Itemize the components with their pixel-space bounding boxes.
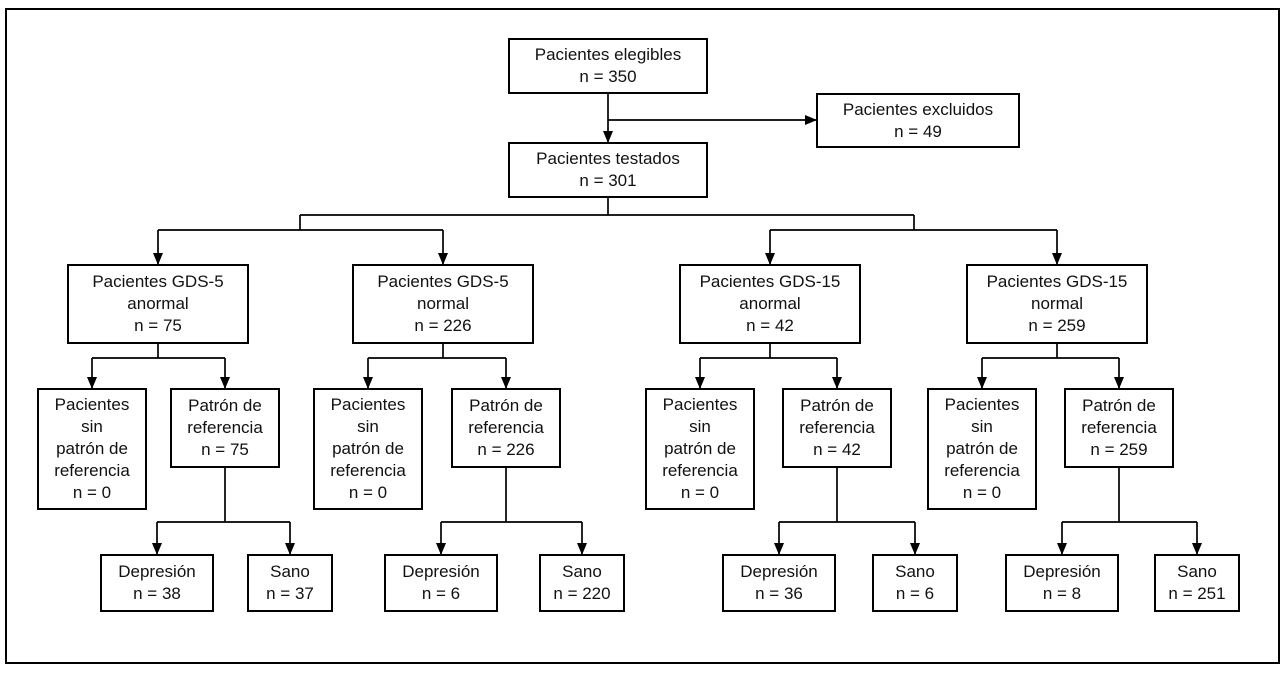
node-label: referencia	[799, 418, 875, 437]
node-gds15-normal-sin-patron: Pacientes sin patrón de referencia n = 0	[927, 388, 1037, 510]
node-label: Depresión	[118, 562, 196, 581]
node-label: patrón de	[946, 439, 1018, 458]
node-count: n = 38	[133, 584, 181, 603]
node-label: Pacientes	[944, 395, 1020, 414]
node-label: referencia	[662, 461, 738, 480]
node-count: n = 49	[894, 121, 942, 141]
connector-gds5-anormal-split	[87, 344, 295, 555]
node-label: Sano	[1177, 562, 1217, 581]
node-label: Depresión	[740, 562, 818, 581]
node-label: sin	[357, 417, 379, 436]
node-count: n = 301	[579, 171, 637, 190]
node-label: Depresión	[402, 562, 480, 581]
node-count: n = 226	[477, 440, 535, 459]
node-gds15-normal-sano: Sano n = 251	[1154, 554, 1240, 612]
node-count: n = 0	[680, 483, 720, 502]
node-gds15-anormal-depresion: Depresión n = 36	[722, 554, 836, 612]
node-label: Patrón de	[188, 396, 262, 415]
node-count: n = 350	[579, 67, 637, 86]
node-gds15-normal: Pacientes GDS-15 normal n = 259	[966, 264, 1148, 344]
node-label: patrón de	[332, 439, 404, 458]
node-gds5-normal: Pacientes GDS-5 normal n = 226	[352, 264, 534, 344]
node-count: n = 0	[72, 483, 112, 502]
node-gds15-anormal-patron: Patrón de referencia n = 42	[782, 388, 892, 468]
node-label: Depresión	[1023, 562, 1101, 581]
node-label: anormal	[127, 294, 189, 313]
node-label: referencia	[54, 461, 130, 480]
node-label: referencia	[330, 461, 406, 480]
node-label: Patrón de	[1082, 396, 1156, 415]
connector-elegibles-testados	[603, 94, 817, 143]
node-count: n = 251	[1168, 584, 1226, 603]
node-label: normal	[1031, 294, 1083, 313]
node-label: Pacientes	[662, 395, 738, 414]
node-label: referencia	[944, 461, 1020, 480]
connector-gds15-normal-split	[977, 344, 1202, 555]
node-label: Patrón de	[800, 396, 874, 415]
node-gds5-anormal: Pacientes GDS-5 anormal n = 75	[67, 264, 249, 344]
node-count: n = 6	[895, 584, 935, 603]
node-count: n = 0	[962, 483, 1002, 502]
node-count: n = 75	[201, 440, 249, 459]
node-label: normal	[417, 294, 469, 313]
node-label: sin	[81, 417, 103, 436]
node-count: n = 220	[553, 584, 611, 603]
node-gds5-anormal-patron: Patrón de referencia n = 75	[170, 388, 280, 468]
node-label: Pacientes	[54, 395, 130, 414]
node-gds15-normal-depresion: Depresión n = 8	[1005, 554, 1119, 612]
node-count: n = 42	[813, 440, 861, 459]
node-pacientes-testados: Pacientes testados n = 301	[508, 142, 708, 198]
node-gds5-normal-sin-patron: Pacientes sin patrón de referencia n = 0	[313, 388, 423, 510]
node-count: n = 259	[1090, 440, 1148, 459]
node-gds15-anormal-sano: Sano n = 6	[872, 554, 958, 612]
node-gds5-anormal-depresion: Depresión n = 38	[100, 554, 214, 612]
node-label: referencia	[187, 418, 263, 437]
node-gds15-anormal: Pacientes GDS-15 anormal n = 42	[679, 264, 861, 344]
node-label: Sano	[270, 562, 310, 581]
node-gds5-normal-depresion: Depresión n = 6	[384, 554, 498, 612]
node-label: referencia	[468, 418, 544, 437]
node-label: sin	[689, 417, 711, 436]
node-label: sin	[971, 417, 993, 436]
node-count: n = 226	[414, 316, 472, 335]
node-label: referencia	[1081, 418, 1157, 437]
node-gds5-anormal-sin-patron: Pacientes sin patrón de referencia n = 0	[37, 388, 147, 510]
node-count: n = 6	[421, 584, 461, 603]
node-label: Pacientes GDS-15	[699, 272, 841, 291]
node-label: patrón de	[664, 439, 736, 458]
node-label: Pacientes excluidos	[842, 99, 994, 119]
node-gds5-normal-sano: Sano n = 220	[539, 554, 625, 612]
node-count: n = 0	[348, 483, 388, 502]
node-gds5-anormal-sano: Sano n = 37	[247, 554, 333, 612]
connector-gds15-anormal-split	[695, 344, 920, 555]
node-label: Pacientes GDS-15	[986, 272, 1128, 291]
node-count: n = 42	[746, 316, 794, 335]
node-gds15-normal-patron: Patrón de referencia n = 259	[1064, 388, 1174, 468]
node-label: patrón de	[56, 439, 128, 458]
node-pacientes-excluidos: Pacientes excluidos n = 49	[816, 93, 1020, 148]
node-label: Pacientes	[330, 395, 406, 414]
node-count: n = 8	[1042, 584, 1082, 603]
connector-gds5-normal-split	[363, 344, 587, 555]
connector-testados-split	[153, 198, 1062, 265]
node-count: n = 37	[266, 584, 314, 603]
node-label: Pacientes testados	[536, 149, 680, 168]
node-count: n = 259	[1028, 316, 1086, 335]
node-count: n = 75	[134, 316, 182, 335]
node-label: Sano	[562, 562, 602, 581]
node-gds15-anormal-sin-patron: Pacientes sin patrón de referencia n = 0	[645, 388, 755, 510]
node-label: Pacientes GDS-5	[92, 272, 224, 291]
node-gds5-normal-patron: Patrón de referencia n = 226	[451, 388, 561, 468]
node-count: n = 36	[755, 584, 803, 603]
node-label: Pacientes GDS-5	[377, 272, 509, 291]
node-label: Pacientes elegibles	[534, 45, 682, 64]
node-label: Sano	[895, 562, 935, 581]
node-label: anormal	[739, 294, 801, 313]
node-pacientes-elegibles: Pacientes elegibles n = 350	[508, 38, 708, 94]
node-label: Patrón de	[469, 396, 543, 415]
